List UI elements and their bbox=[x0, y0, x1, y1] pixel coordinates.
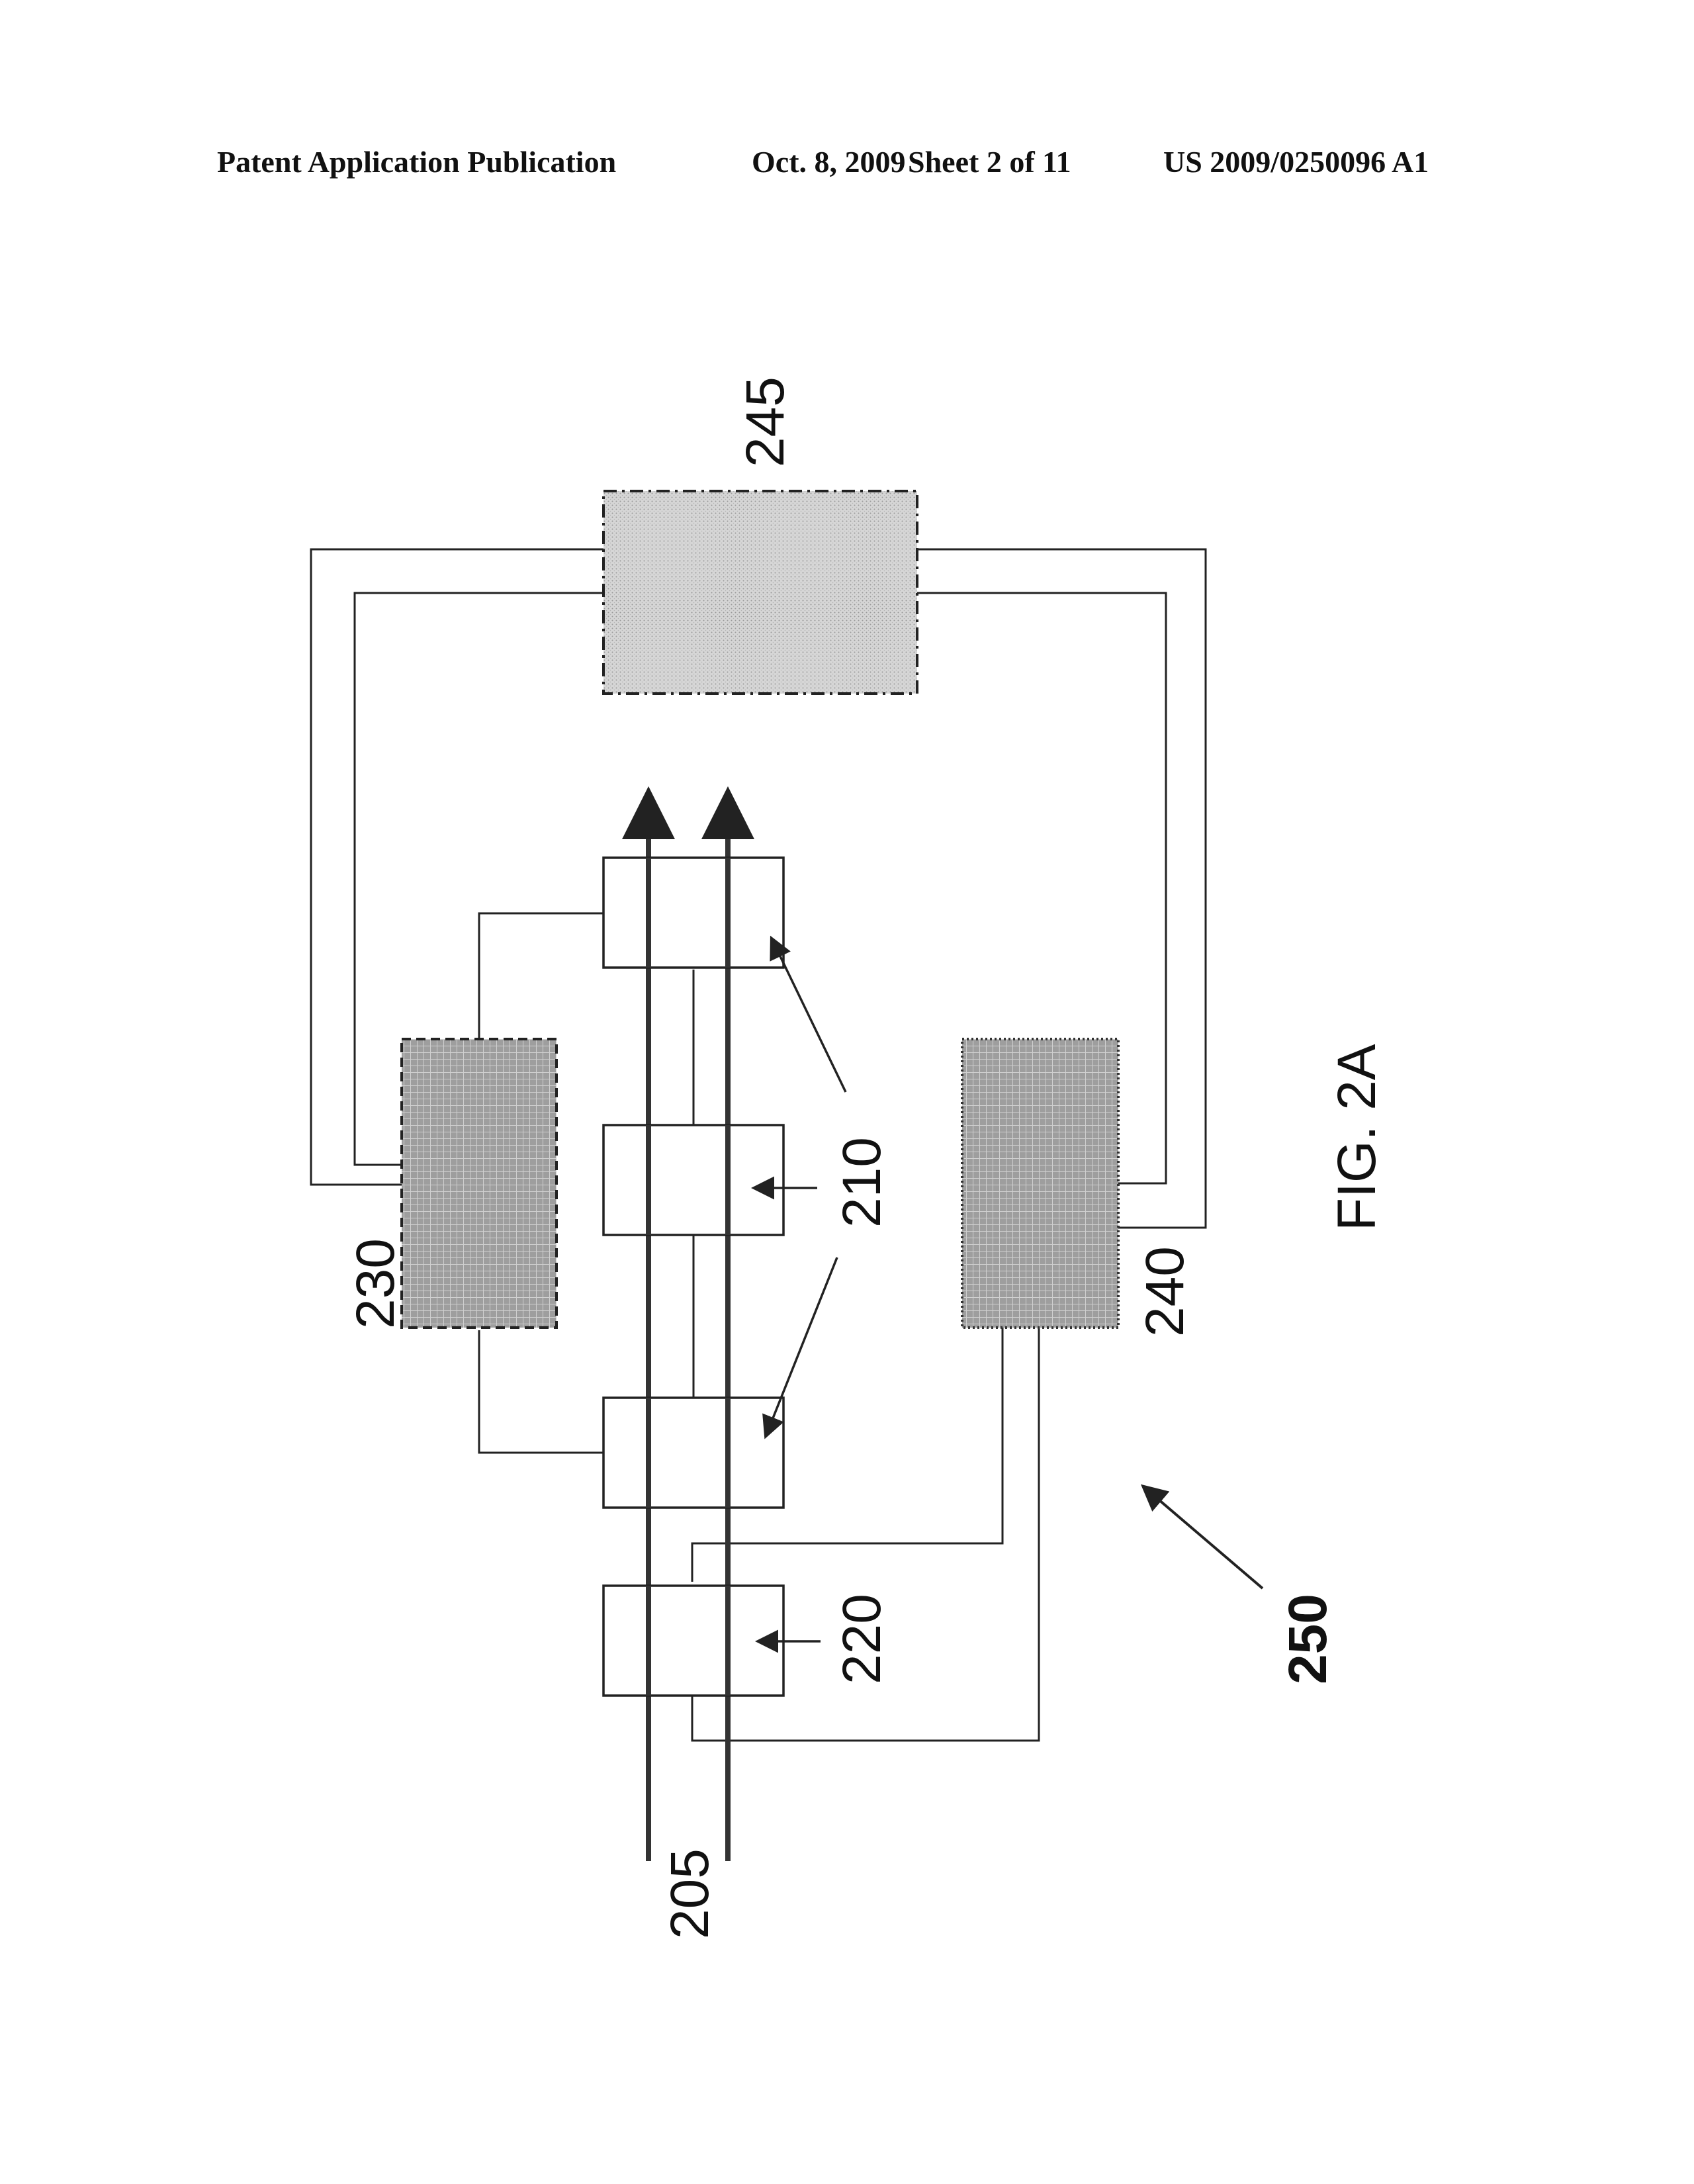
label-210: 210 bbox=[832, 1137, 892, 1228]
label-250: 250 bbox=[1278, 1594, 1338, 1684]
unit-245 bbox=[603, 491, 917, 694]
sensor-210-bottom bbox=[603, 1398, 783, 1508]
wire-230-to-sensor-bottom bbox=[479, 1330, 603, 1453]
wire-230-to-sensor-top bbox=[479, 913, 603, 1039]
label-230: 230 bbox=[345, 1238, 406, 1329]
label-220: 220 bbox=[832, 1594, 892, 1684]
unit-240 bbox=[962, 1039, 1118, 1328]
figure-caption: FIG. 2A bbox=[1327, 1044, 1387, 1231]
sensor-220 bbox=[603, 1586, 783, 1696]
label-205: 205 bbox=[660, 1848, 720, 1939]
lines-205-overlay bbox=[648, 858, 728, 1696]
sensor-210-top bbox=[603, 858, 783, 968]
unit-230 bbox=[402, 1039, 557, 1328]
arrow-250 bbox=[1145, 1488, 1263, 1588]
sensor-210-middle bbox=[603, 1125, 783, 1235]
arrow-210-top bbox=[772, 940, 846, 1092]
label-240: 240 bbox=[1135, 1246, 1195, 1337]
arrow-210-bottom bbox=[766, 1257, 837, 1435]
label-245: 245 bbox=[735, 377, 795, 467]
